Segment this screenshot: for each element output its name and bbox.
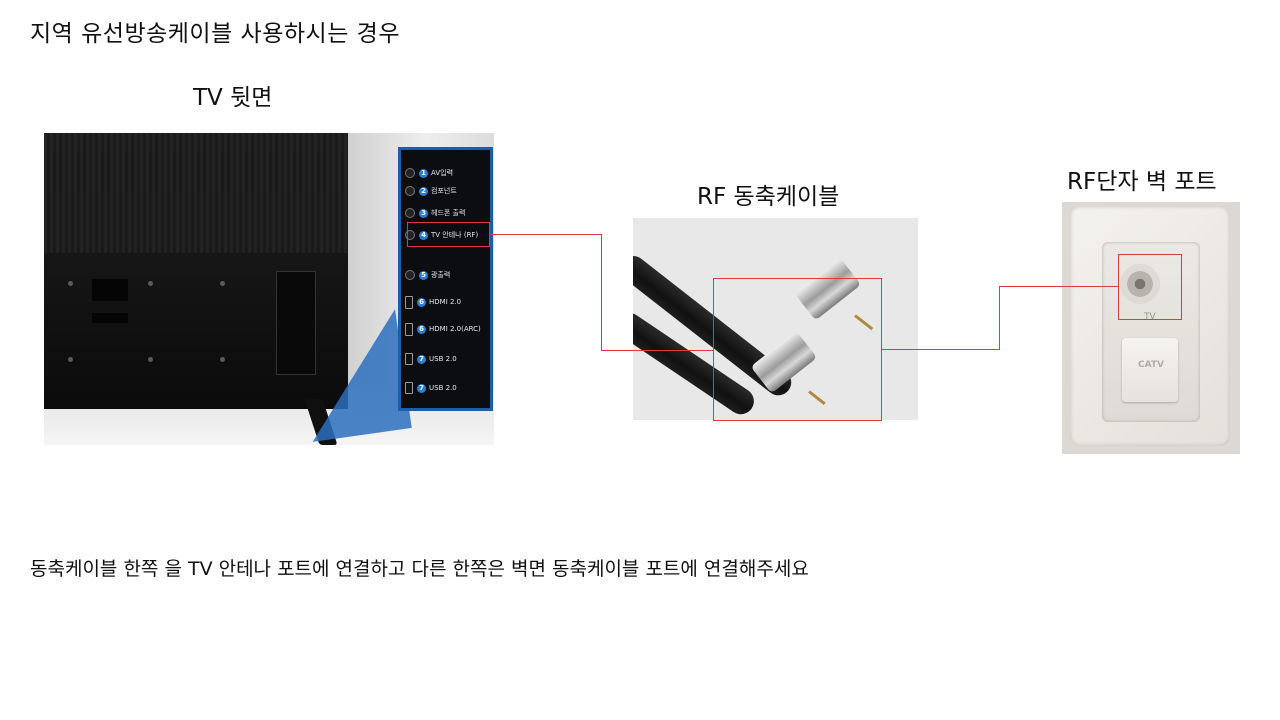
port-label: TV 안테나 (RF) <box>431 231 479 239</box>
wall-port-highlight <box>1118 254 1182 320</box>
connector-line <box>882 349 1000 350</box>
tv-back-label: TV 뒷면 <box>193 85 273 111</box>
port-number-badge: 2 <box>419 186 428 196</box>
tv-slot <box>92 313 128 323</box>
port-label: 헤드폰 출력 <box>431 209 466 217</box>
connector-line <box>490 234 602 235</box>
optical-jack-icon <box>405 270 415 280</box>
tv-jack-bay <box>276 271 316 375</box>
usb-jack-icon <box>405 353 413 365</box>
port-number-badge: 3 <box>419 208 428 218</box>
connector-line <box>601 234 602 351</box>
port-label: HDMI 2.0(ARC) <box>429 325 481 333</box>
tv-vent-texture <box>44 133 348 253</box>
connector-line <box>601 350 713 351</box>
port-number-badge: 1 <box>419 168 428 178</box>
page-title: 지역 유선방송케이블 사용하시는 경우 <box>30 21 400 47</box>
connector-line <box>999 286 1000 350</box>
jack-jack-icon <box>405 186 415 196</box>
port-number-badge: 4 <box>419 230 428 240</box>
port-label: 컴포넌트 <box>431 187 457 195</box>
port-number-badge: 6 <box>417 297 426 307</box>
rf-cable-label: RF 동축케이블 <box>697 184 840 210</box>
tv-screw <box>148 357 153 362</box>
blank-cover: CATV <box>1122 338 1178 402</box>
jack-jack-icon <box>405 208 415 218</box>
tv-screw <box>68 281 73 286</box>
tv-back-panel <box>44 133 348 409</box>
hdmi-jack-icon <box>405 322 413 336</box>
instruction-caption: 동축케이블 한쪽 을 TV 안테나 포트에 연결하고 다른 한쪽은 벽면 동축케… <box>30 558 809 580</box>
port-number-badge: 5 <box>419 270 428 280</box>
zoom-beam <box>296 309 412 442</box>
port-number-badge: 6 <box>417 324 426 334</box>
tv-screw <box>148 281 153 286</box>
tv-slot <box>92 279 128 301</box>
rf-jack-icon <box>405 230 415 240</box>
port-label: USB 2.0 <box>429 355 457 363</box>
wall-plate: TV CATV <box>1070 206 1230 446</box>
wall-outlet-image: TV CATV <box>1062 202 1240 454</box>
cover-label: CATV <box>1138 360 1164 370</box>
usb-jack-icon <box>405 382 413 394</box>
port-number-badge: 7 <box>417 383 426 393</box>
port-label: AV입력 <box>431 169 454 177</box>
tv-antenna-highlight <box>407 222 490 247</box>
port-label: USB 2.0 <box>429 384 457 392</box>
port-label: HDMI 2.0 <box>429 298 462 306</box>
port-label: 광출력 <box>431 271 451 279</box>
connector-highlight <box>713 278 882 421</box>
rf-wall-port-label: RF단자 벽 포트 <box>1067 169 1217 195</box>
coax-cable-image <box>633 218 918 420</box>
connector-line <box>999 286 1118 287</box>
tv-screw <box>68 357 73 362</box>
port-number-badge: 7 <box>417 354 426 364</box>
jack-jack-icon <box>405 168 415 178</box>
tv-screw <box>220 281 225 286</box>
hdmi-jack-icon <box>405 295 413 309</box>
tv-screw <box>220 357 225 362</box>
socket-label: TV <box>1144 312 1156 322</box>
rf-socket <box>1120 264 1160 304</box>
